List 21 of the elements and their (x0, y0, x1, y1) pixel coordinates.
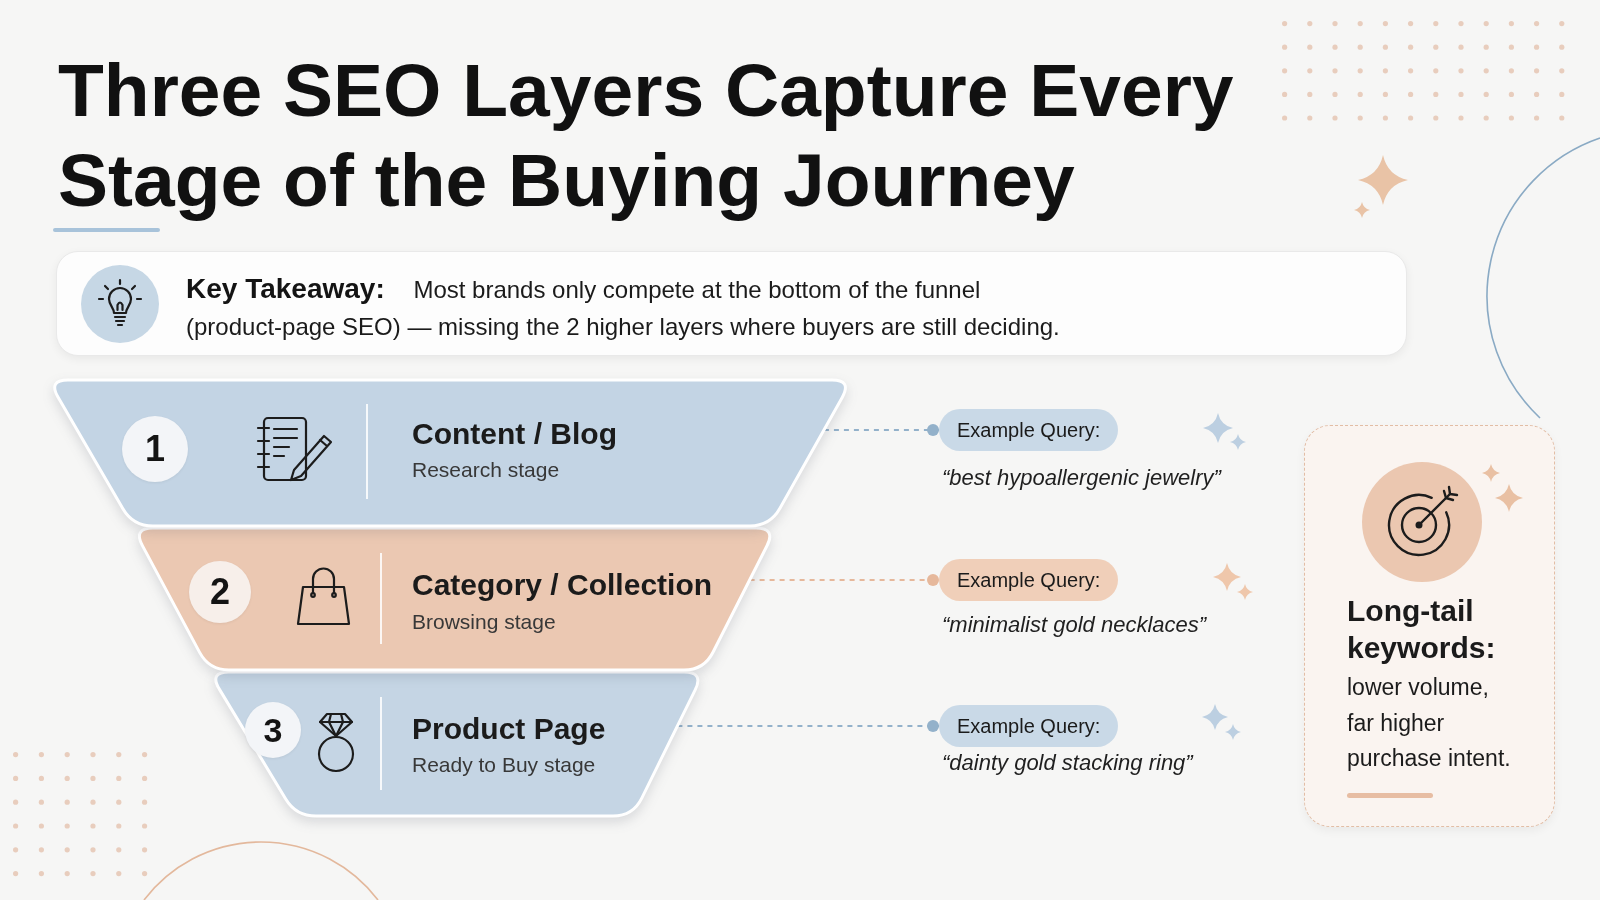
query-text: “best hypoallergenic jewelry” (942, 464, 1221, 492)
dotted-connector (676, 720, 940, 732)
dotted-connector (748, 574, 940, 586)
layer-title: Product Page (412, 711, 606, 747)
query-text: “minimalist gold necklaces” (942, 611, 1207, 639)
query-pill: Example Query: (939, 705, 1119, 747)
stage-label: Ready to Buy stage (412, 752, 596, 778)
card-heading: Long-tail keywords: (1347, 593, 1497, 666)
stage-label: Research stage (412, 457, 560, 483)
query-pill: Example Query: (939, 559, 1119, 601)
stage-label: Browsing stage (412, 609, 556, 635)
layer-title: Category / Collection (412, 567, 713, 603)
layer-title: Content / Blog (412, 416, 617, 452)
query-pill: Example Query: (939, 409, 1119, 451)
card-body: lower volume, far higher purchase intent. (1347, 673, 1512, 773)
info-card (1304, 425, 1555, 827)
page-title: Three SEO Layers Capture Every Stage of the Buying Journey (58, 47, 1235, 224)
takeaway-card (56, 251, 1407, 356)
query-text: “dainty gold stacking ring” (942, 749, 1193, 777)
takeaway-text: Key Takeaway: Most brands only compete at the bottom of the funnel (product-page SEO) — missing the 2 higher layers where buyers are still deciding. (186, 271, 1061, 342)
dotted-connector (822, 424, 940, 436)
